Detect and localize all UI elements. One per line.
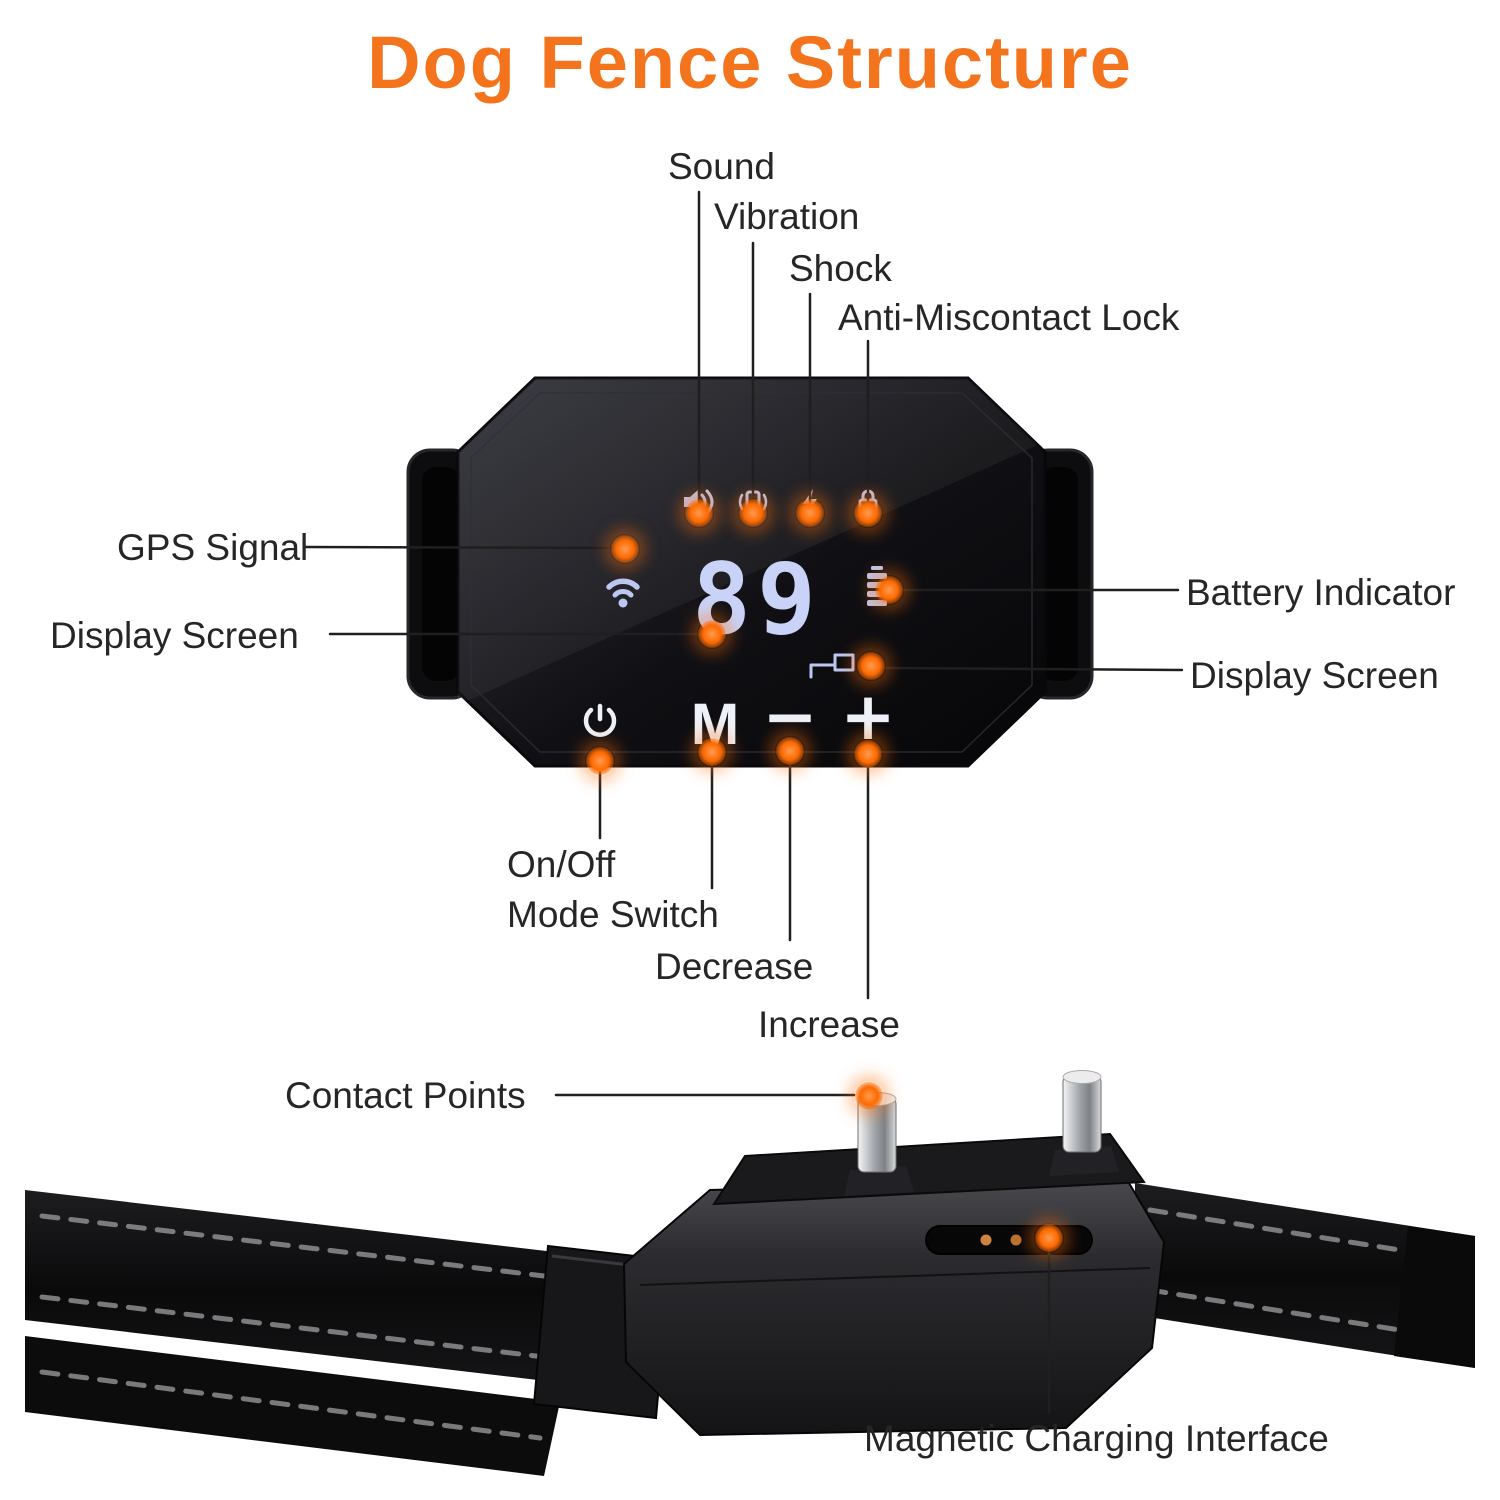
callout-dot-contact [854, 1081, 884, 1111]
mode-status-icon [809, 653, 855, 679]
callout-dot-decrease [775, 736, 805, 766]
label-battery-indicator: Battery Indicator [1186, 572, 1456, 613]
screen-reflection [458, 378, 1038, 705]
label-gps-signal: GPS Signal [117, 527, 309, 568]
label-contact-points: Contact Points [285, 1075, 526, 1116]
callout-line-gps [303, 545, 616, 550]
strap-slot-right [1024, 448, 1094, 700]
power-icon [583, 703, 617, 737]
device-top-plate [712, 1132, 1146, 1206]
label-magnetic-charging-interface: Magnetic Charging Interface [864, 1418, 1329, 1459]
label-on-off: On/Off [507, 844, 616, 885]
receiver-body [456, 376, 1047, 768]
collar-strap-right [1135, 1183, 1475, 1368]
callout-dot-gps [610, 534, 640, 564]
label-shock: Shock [789, 248, 892, 289]
callout-dot-shock [795, 498, 825, 528]
strap-slot-left [406, 448, 476, 700]
strap-end-fold [1394, 1226, 1475, 1368]
callout-dot-display-left [697, 619, 727, 649]
collar-strap-left-lower [25, 1336, 560, 1476]
label-display-screen-left: Display Screen [50, 615, 299, 656]
callout-dot-onoff [585, 746, 615, 776]
charging-interface [925, 1225, 1093, 1255]
contact-point-back [1049, 1070, 1119, 1176]
callout-line-display-right [884, 666, 1184, 672]
callout-dot-lock [853, 498, 883, 528]
label-decrease: Decrease [655, 946, 814, 987]
strap-buckle [532, 1244, 672, 1420]
callout-dot-battery [874, 575, 904, 605]
label-sound: Sound [668, 146, 775, 187]
charging-pin-2 [1010, 1234, 1022, 1246]
contact-point-front [844, 1092, 914, 1196]
label-display-screen-right: Display Screen [1190, 655, 1439, 696]
label-vibration: Vibration [714, 196, 860, 237]
callout-dot-sound [684, 498, 714, 528]
page-title: Dog Fence Structure [367, 21, 1133, 104]
gps-signal-icon [606, 578, 640, 608]
collar-device-body [622, 1132, 1166, 1437]
label-mode-switch: Mode Switch [507, 894, 719, 935]
collar-strap-left [25, 1190, 640, 1476]
label-increase: Increase [758, 1004, 900, 1045]
callout-dot-vibration [738, 498, 768, 528]
callout-dot-display-right [856, 651, 886, 681]
screen-bezel [470, 392, 1033, 753]
charging-pin-1 [980, 1234, 992, 1246]
callout-dot-mode [697, 737, 727, 767]
callout-dot-increase [853, 739, 883, 769]
receiver-front-view: 89 M − + [406, 376, 1094, 768]
label-anti-miscontact-lock: Anti-Miscontact Lock [838, 297, 1180, 338]
callout-dot-charging [1034, 1223, 1064, 1253]
